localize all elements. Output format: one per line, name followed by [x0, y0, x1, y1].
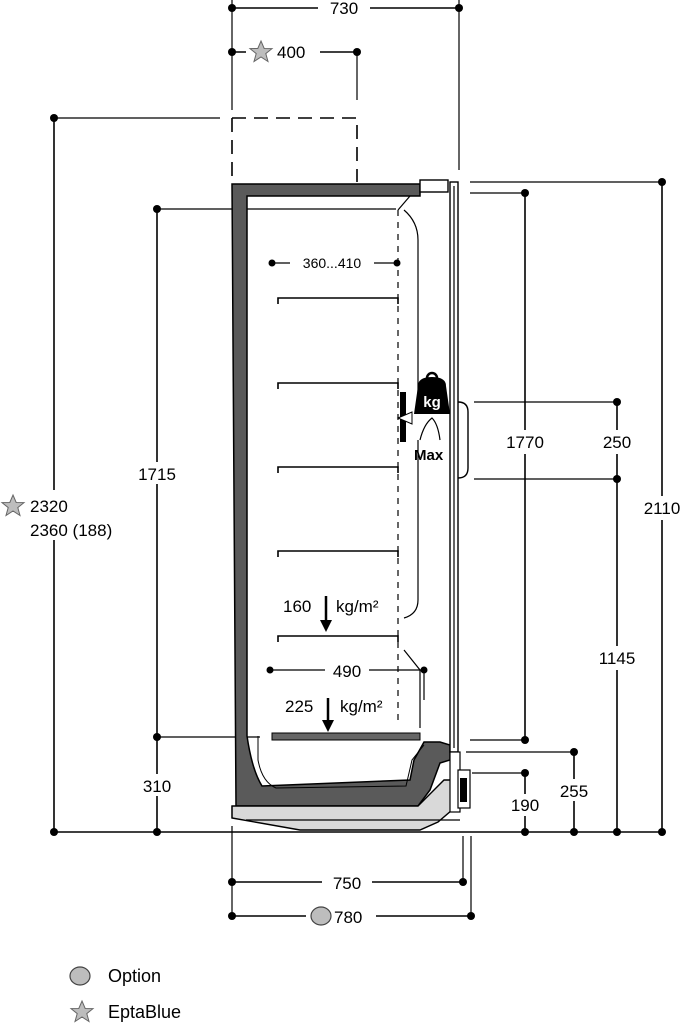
label-2110: 2110 [644, 499, 681, 518]
label-2320: 2320 [30, 497, 68, 516]
max-label: Max [414, 447, 444, 464]
kg-label: kg [423, 394, 441, 411]
gray-circle-icon [69, 966, 91, 986]
star-icon [70, 1000, 94, 1022]
down-arrow-icon [322, 720, 334, 732]
label-2360: 2360 (188) [30, 521, 112, 540]
label-160-unit: kg/m² [336, 597, 379, 616]
legend-option: Option [108, 966, 161, 986]
label-490: 490 [333, 662, 361, 681]
door-handle [457, 401, 469, 479]
label-310: 310 [143, 777, 171, 796]
legend-eptablue: EptaBlue [108, 1002, 181, 1022]
label-225-unit: kg/m² [340, 697, 383, 716]
base-load: 225 kg/m² [284, 694, 394, 732]
legend: Option EptaBlue [69, 966, 181, 1022]
cabinet-body [231, 179, 460, 831]
dim-left-total: 2320 2360 (188) [0, 114, 220, 836]
label-1770: 1770 [506, 433, 544, 452]
dim-shelf-depth: 360...410 [268, 254, 401, 272]
dim-bottom-depth: 490 [266, 660, 428, 700]
label-730: 730 [330, 0, 358, 18]
label-750: 750 [333, 874, 361, 893]
dim-top-400: 400 [228, 38, 361, 100]
door [449, 181, 471, 813]
label-1145: 1145 [599, 649, 636, 668]
gray-circle-icon [310, 906, 332, 926]
shelf-load: 160 kg/m² [282, 594, 392, 632]
air-curtain [397, 195, 421, 728]
label-190: 190 [511, 796, 539, 815]
eptablue-top-box [231, 117, 358, 182]
label-360-410: 360...410 [303, 255, 362, 271]
dim-right-1770: 1770 [470, 189, 552, 744]
shelves [277, 297, 399, 642]
dim-right-190: 190 [472, 769, 546, 836]
label-255: 255 [560, 782, 588, 801]
kg-weight-icon: kg Max [396, 371, 450, 464]
dim-right-handle: 250 1145 [474, 398, 644, 836]
label-1715: 1715 [138, 465, 176, 484]
label-400: 400 [277, 43, 305, 62]
label-780: 780 [334, 908, 362, 927]
base-deck [271, 732, 421, 741]
dim-bottom-750: 750 [228, 826, 472, 918]
dim-top-730: 730 [228, 0, 463, 170]
dim-right-2110: 2110 [470, 178, 687, 836]
label-250: 250 [603, 433, 631, 452]
dim-bottom-780: 780 [228, 904, 475, 928]
down-arrow-icon [320, 620, 332, 632]
label-160: 160 [283, 597, 311, 616]
label-225: 225 [285, 697, 313, 716]
dim-left-inner: 1715 310 [128, 205, 396, 836]
dim-right-255: 255 [466, 748, 595, 836]
